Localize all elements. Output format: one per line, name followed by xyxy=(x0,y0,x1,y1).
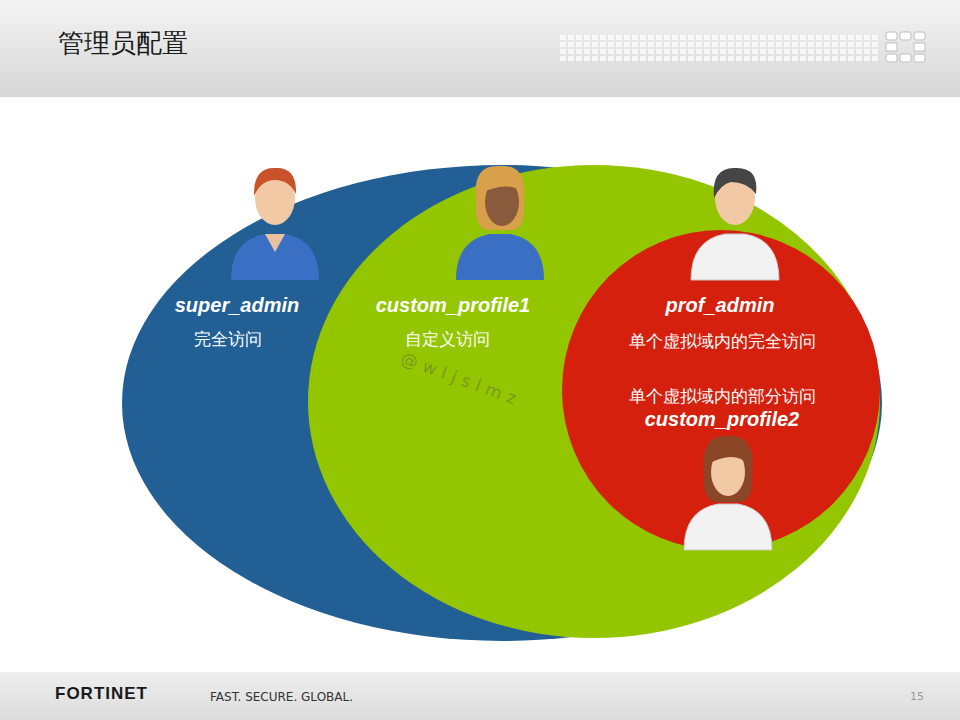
role-desc: 单个虚拟域内的部分访问 xyxy=(629,386,816,406)
prof-admin-circle: prof_admin 单个虚拟域内的完全访问单个虚拟域内的部分访问custom_p… xyxy=(562,230,880,550)
header-dots xyxy=(560,34,880,62)
role-desc: 单个虚拟域内的完全访问 xyxy=(629,331,816,351)
custom-profile-ellipse: custom_profile1 自定义访问 prof_admin 单个虚拟域内的完全访… xyxy=(308,165,880,638)
role-desc: 完全访问 xyxy=(194,329,262,349)
header-band xyxy=(0,0,960,97)
person-super-admin xyxy=(231,168,319,280)
role-desc: 自定义访问 xyxy=(405,329,490,349)
person-custom-profile2 xyxy=(684,436,772,550)
role-name: super_admin xyxy=(175,293,299,317)
person-custom-profile1 xyxy=(456,166,544,280)
page-number: 15 xyxy=(910,690,924,703)
role-name: custom_profile2 xyxy=(645,407,799,431)
person-prof-admin xyxy=(691,168,779,280)
tagline: FAST. SECURE. GLOBAL. xyxy=(210,690,353,704)
brand-logo: FORTINET xyxy=(55,684,148,704)
slide-title: 管理员配置 xyxy=(58,28,188,59)
role-name: custom_profile1 xyxy=(376,293,530,317)
fortinet-icon xyxy=(886,32,925,62)
role-name: prof_admin xyxy=(666,293,775,317)
footer-band xyxy=(0,672,960,720)
